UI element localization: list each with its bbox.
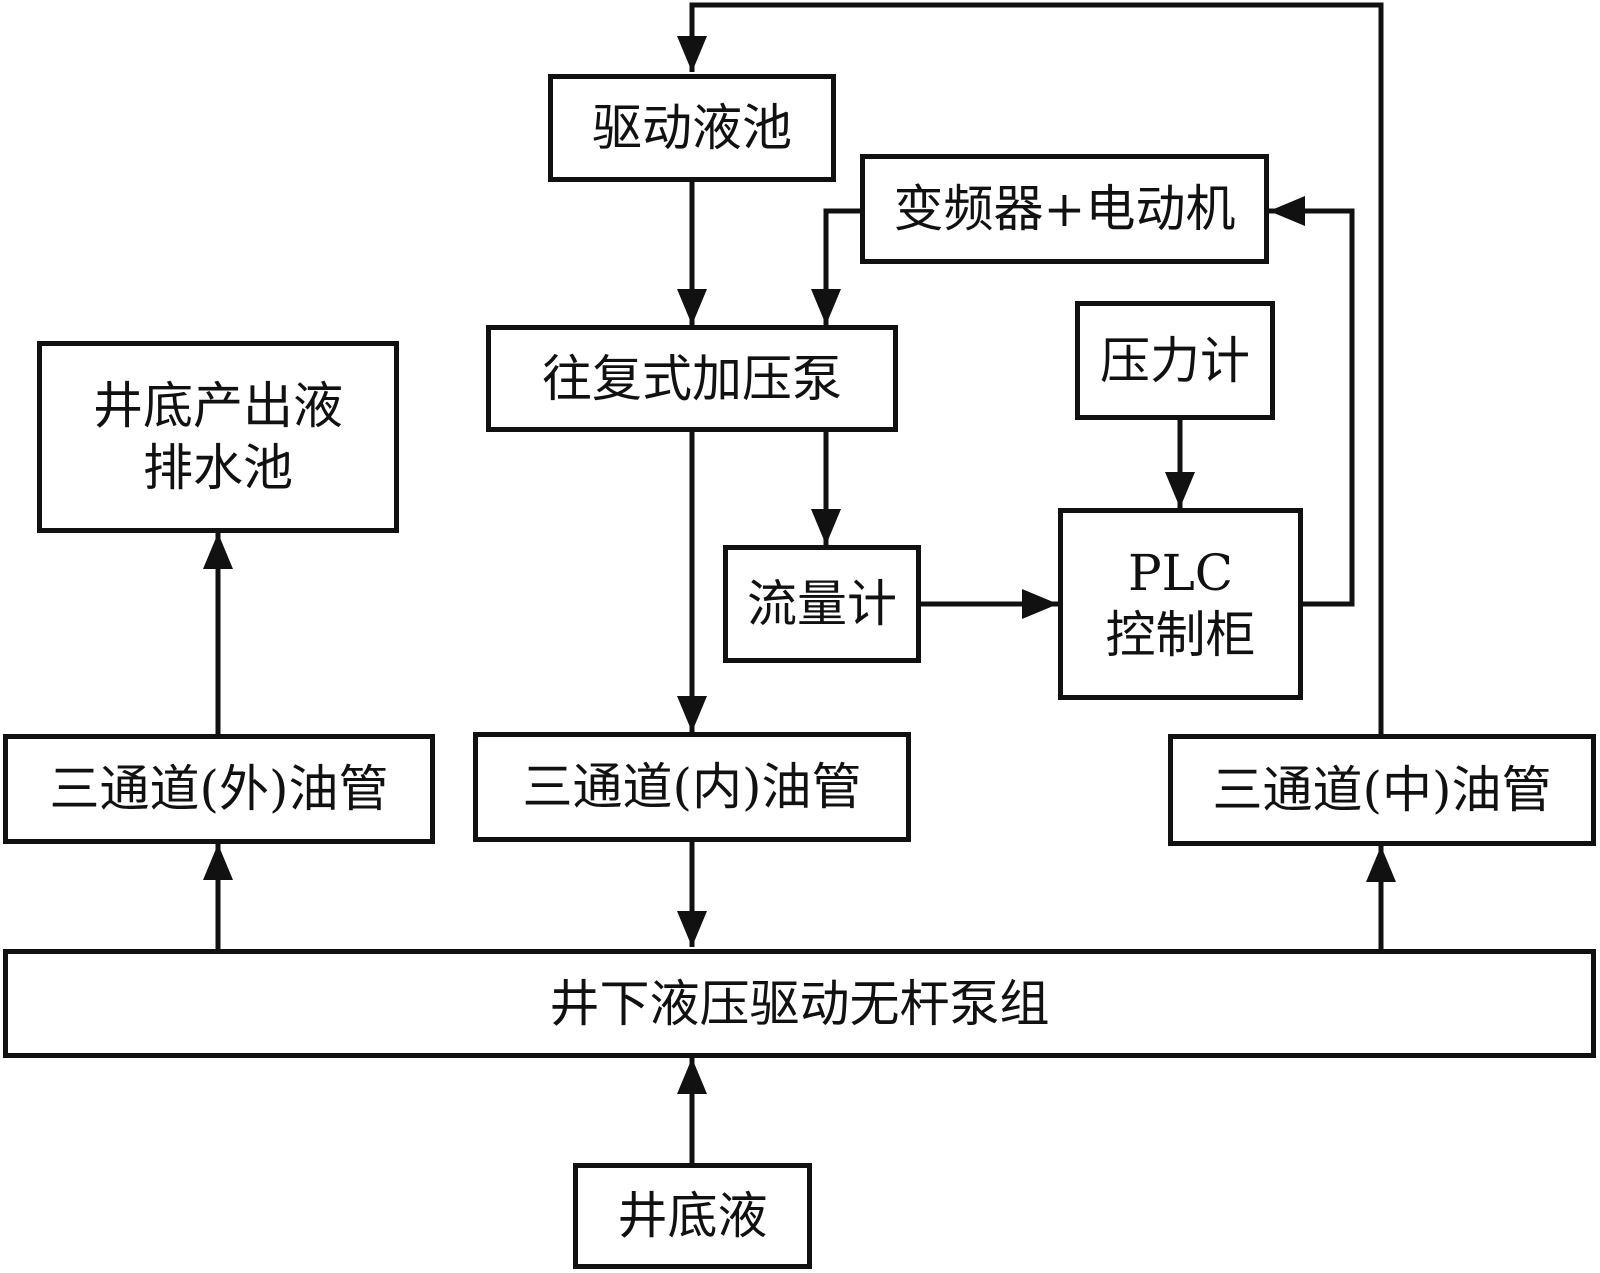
inner-tube-label: 三通道(内)油管 <box>522 758 862 816</box>
bottom-fluid-label: 井底液 <box>617 1187 768 1245</box>
flow-meter-label: 流量计 <box>747 575 897 633</box>
pressure-gauge-label: 压力计 <box>1100 331 1250 390</box>
discharge-tank-label-line2: 排水池 <box>143 439 293 497</box>
pressure-gauge-box: 压力计 <box>1075 301 1275 420</box>
middle-tube-box: 三通道(中)油管 <box>1168 734 1596 846</box>
outer-tube-label: 三通道(外)油管 <box>49 760 389 818</box>
discharge-tank-box: 井底产出液 排水池 <box>37 341 399 533</box>
reciprocating-pump-label: 往复式加压泵 <box>542 349 842 408</box>
plc-cabinet-box: PLC 控制柜 <box>1058 508 1303 700</box>
plc-label-line1: PLC <box>1127 544 1234 602</box>
vfd-motor-label: 变频器+电动机 <box>893 180 1236 238</box>
arrow-middle-tube-to-drive-tank <box>677 2 1384 734</box>
inner-tube-box: 三通道(内)油管 <box>473 732 911 842</box>
drive-tank-label: 驱动液池 <box>592 99 792 157</box>
downhole-pump-unit-box: 井下液压驱动无杆泵组 <box>3 949 1596 1058</box>
flow-meter-box: 流量计 <box>723 545 921 663</box>
discharge-tank-label-line1: 井底产出液 <box>93 377 343 435</box>
arrow-vfd-motor-to-pump <box>811 208 860 325</box>
bottom-fluid-box: 井底液 <box>573 1163 812 1269</box>
middle-tube-label: 三通道(中)油管 <box>1212 761 1552 819</box>
plc-label-line2: 控制柜 <box>1105 606 1256 664</box>
vfd-motor-box: 变频器+电动机 <box>860 154 1269 264</box>
outer-tube-box: 三通道(外)油管 <box>3 734 435 844</box>
downhole-pump-unit-label: 井下液压驱动无杆泵组 <box>549 974 1050 1033</box>
reciprocating-pump-box: 往复式加压泵 <box>486 325 898 432</box>
drive-tank-box: 驱动液池 <box>548 74 836 182</box>
arrow-plc-to-vfd-motor <box>1269 196 1355 607</box>
